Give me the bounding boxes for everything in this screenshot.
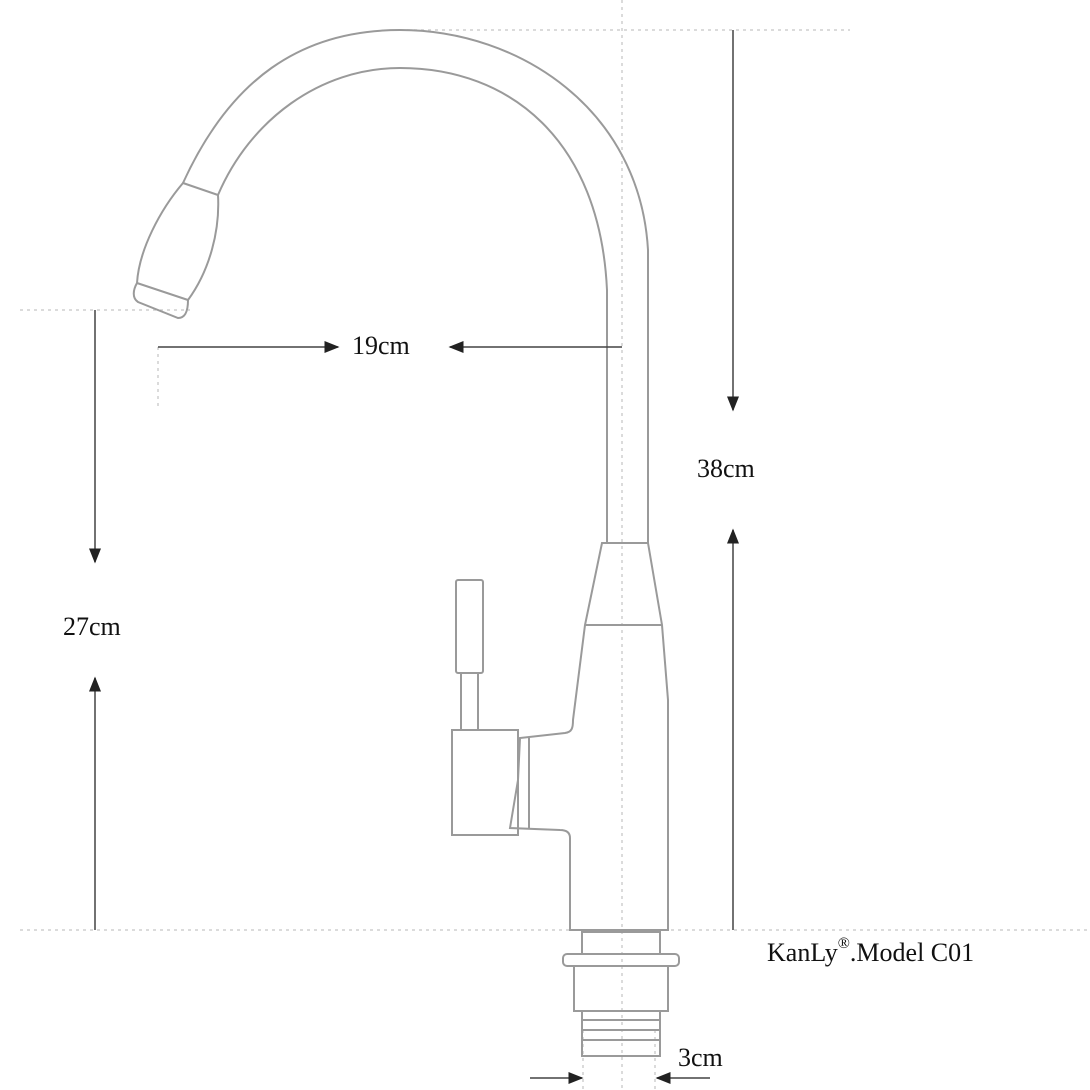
lever-handle xyxy=(455,579,484,674)
spout-inner xyxy=(217,66,608,543)
base-fitting xyxy=(562,931,680,1057)
lever-stem xyxy=(460,672,479,731)
total-height-label: 38cm xyxy=(697,454,755,483)
guide-lines xyxy=(20,0,1090,1090)
brand-name: KanLy xyxy=(767,938,838,967)
spout-height-label: 27cm xyxy=(63,612,121,641)
nozzle xyxy=(132,181,220,320)
thread-width-label: 3cm xyxy=(678,1043,723,1072)
spout-outer xyxy=(182,28,649,543)
dimension-lines xyxy=(89,30,739,1084)
faucet-body xyxy=(508,542,669,931)
registered-mark: ® xyxy=(837,935,850,952)
spout-reach-label: 19cm xyxy=(352,331,410,360)
brand-model-label: KanLy®.Model C01 xyxy=(767,936,975,967)
faucet-outline xyxy=(132,28,680,1057)
lever-block xyxy=(451,729,519,836)
model-name: .Model C01 xyxy=(849,938,975,967)
